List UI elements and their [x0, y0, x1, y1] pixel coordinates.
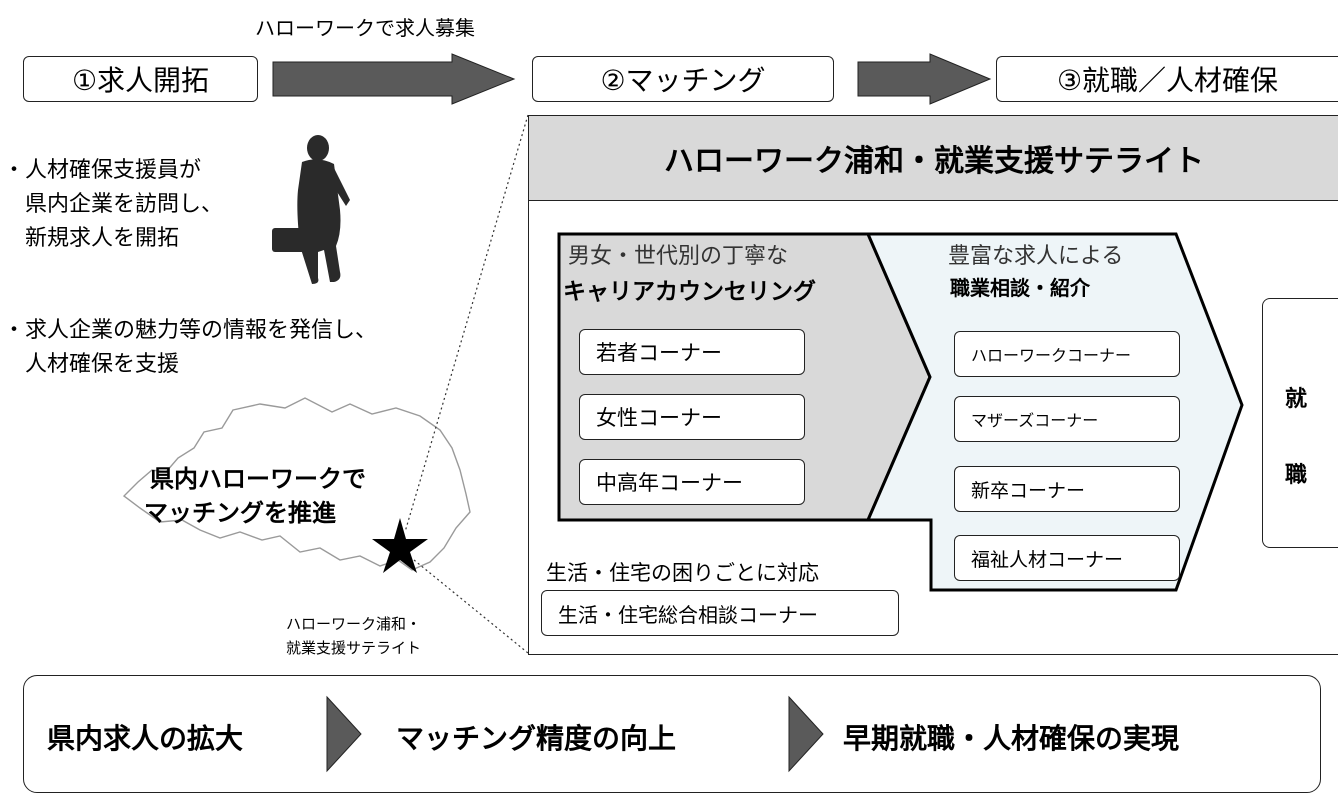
- bullet-support-staff: ・人材確保支援員が 県内企業を訪問し、 新規求人を開拓: [3, 154, 223, 256]
- employment-char2: 職: [1285, 463, 1308, 488]
- location-label: ハローワーク浦和・ 就業支援サテライト: [286, 612, 421, 660]
- life-intro: 生活・住宅の困りごとに対応: [546, 557, 819, 587]
- star-icon: [372, 518, 428, 573]
- outcome-arrow-1: [326, 695, 362, 773]
- map-caption: 県内ハローワークで マッチングを推進: [144, 462, 366, 530]
- bullet2-line1: ・求人企業の魅力等の情報を発信し、: [3, 318, 378, 343]
- employment-char1: 就: [1285, 387, 1308, 412]
- career-intro: 男女・世代別の丁寧な: [568, 244, 789, 269]
- bullet-info-dissemination: ・求人企業の魅力等の情報を発信し、 人材確保を支援: [3, 314, 377, 382]
- businessperson-icon: [272, 135, 350, 284]
- job-title: 職業相談・紹介: [950, 276, 1090, 300]
- outcome-early-employment: 早期就職・人材確保の実現: [843, 722, 1180, 755]
- new-graduate-corner: 新卒コーナー: [954, 466, 1180, 512]
- satellite-title: ハローワーク浦和・就業支援サテライト: [664, 144, 1204, 179]
- map-caption-line2: マッチングを推進: [144, 499, 336, 527]
- employment-box: 就 職: [1262, 298, 1338, 548]
- outcome-arrow-2: [788, 695, 824, 773]
- career-title: キャリアカウンセリング: [563, 279, 816, 305]
- map-caption-line1: 県内ハローワークで: [150, 465, 366, 493]
- outcome-matching-accuracy: マッチング精度の向上: [396, 722, 677, 755]
- middle-aged-corner: 中高年コーナー: [579, 459, 805, 505]
- mothers-corner: マザーズコーナー: [954, 396, 1180, 442]
- outcome-expand-jobs: 県内求人の拡大: [47, 722, 244, 755]
- flow-arrow-1: [272, 53, 516, 105]
- step-recruit-box: ①求人開拓: [23, 56, 258, 102]
- saitama-map-outline: [122, 397, 471, 571]
- flow-arrow-2: [857, 53, 992, 105]
- satellite-header: ハローワーク浦和・就業支援サテライト: [529, 116, 1338, 201]
- bullet1-line3: 新規求人を開拓: [25, 226, 180, 251]
- step-employment-box: ③就職／人材確保: [996, 56, 1338, 102]
- bullet1-line2: 県内企業を訪問し、: [25, 192, 224, 217]
- life-intro-a: 生活・住宅の困りごと: [546, 561, 756, 585]
- welfare-corner: 福祉人材コーナー: [954, 535, 1180, 581]
- bullet2-line2: 人材確保を支援: [25, 352, 180, 377]
- life-housing-corner: 生活・住宅総合相談コーナー: [541, 590, 899, 636]
- life-intro-b: に対応: [756, 561, 819, 585]
- recruit-label: ハローワークで求人募集: [255, 16, 475, 40]
- youth-corner: 若者コーナー: [579, 329, 805, 375]
- outcome-bar: [23, 675, 1321, 793]
- bullet1-line1: ・人材確保支援員が: [3, 158, 202, 183]
- location-line2: 就業支援サテライト: [286, 639, 422, 657]
- step-matching-box: ②マッチング: [532, 56, 834, 102]
- women-corner: 女性コーナー: [579, 394, 805, 440]
- job-intro: 豊富な求人による: [948, 244, 1124, 269]
- hellowork-corner: ハローワークコーナー: [954, 331, 1180, 377]
- location-line1: ハローワーク浦和・: [286, 615, 422, 633]
